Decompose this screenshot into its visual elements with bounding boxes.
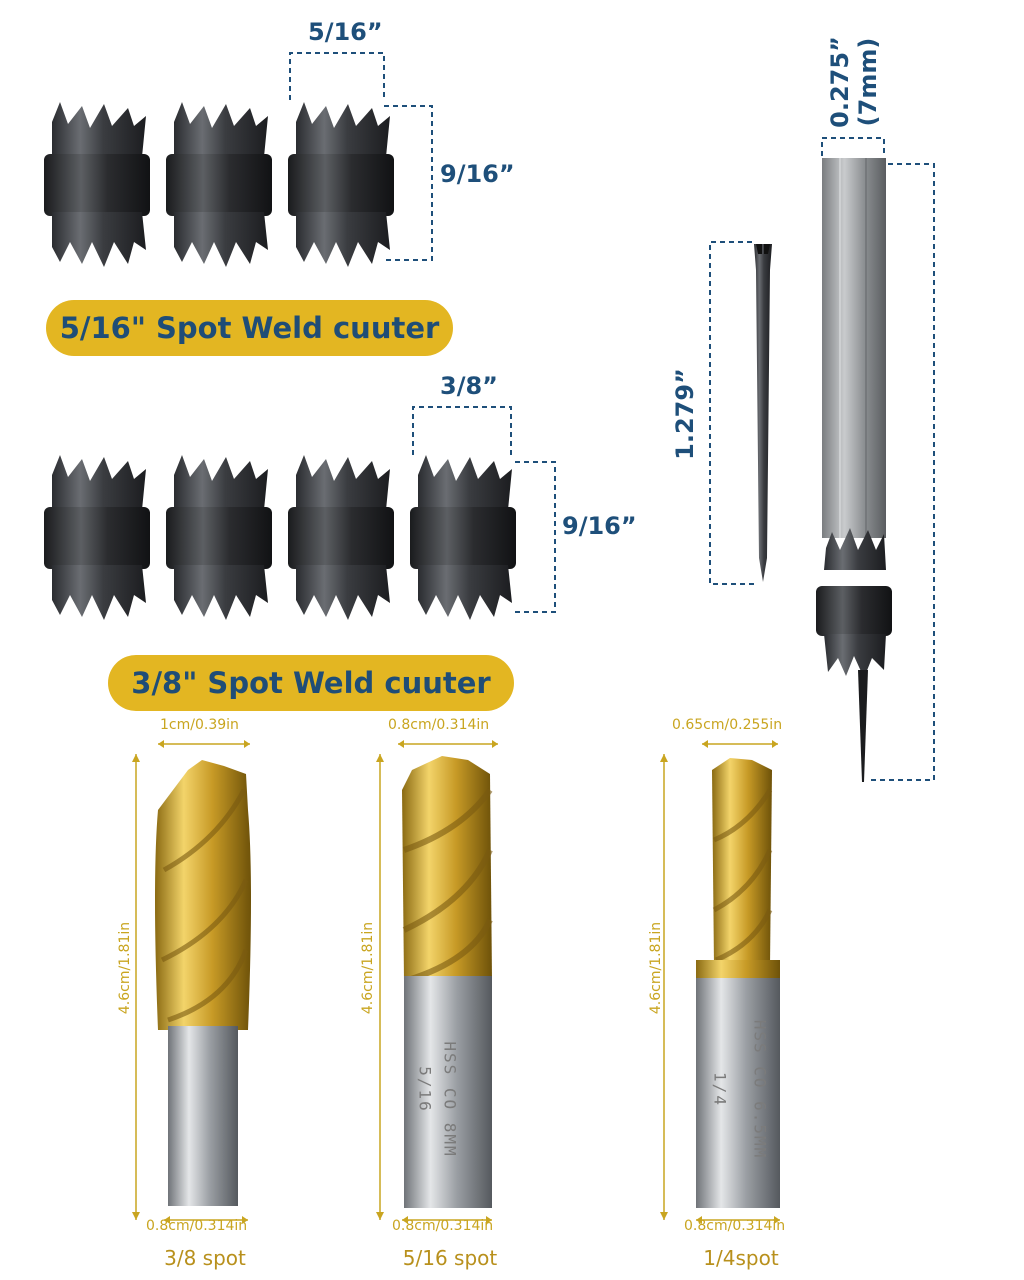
cutter-516-1 xyxy=(42,102,152,267)
drill3-top-dim: 0.65cm/0.255in xyxy=(672,717,783,733)
drill2-top-dim: 0.8cm/0.314in xyxy=(388,717,490,733)
drill1-caption: 3/8 spot xyxy=(164,1246,246,1270)
label-38-cutter: 3/8" Spot Weld cuuter xyxy=(108,655,514,711)
shank-text-14-b: 1/4 xyxy=(710,1072,730,1107)
drill-bit-516 xyxy=(376,740,498,1224)
drill1-side-dim: 4.6cm/1.81in xyxy=(117,921,133,1015)
shank-text-516-a: HSS CO 8MM xyxy=(440,1041,460,1158)
cutter-38-2 xyxy=(164,455,274,620)
dim-516-height: 9/16” xyxy=(440,160,515,188)
dim-shank-mm: (7mm) xyxy=(854,37,882,127)
drill3-bottom-dim: 0.8cm/0.314in xyxy=(684,1218,786,1234)
drill3-caption: 1/4spot xyxy=(703,1246,779,1270)
holder-assembly xyxy=(709,137,935,782)
dim-shank-size: 0.275” xyxy=(826,36,854,128)
dim-38-width: 3/8” xyxy=(440,372,498,400)
label-516-cutter: 5/16" Spot Weld cuuter xyxy=(46,300,453,356)
shank-text-14-a: HSS CO 6.5MM xyxy=(750,1019,770,1160)
dim-lines-516 xyxy=(289,52,433,261)
drill-bit-14 xyxy=(660,740,780,1224)
dim-38-height: 9/16” xyxy=(562,512,637,540)
drill3-side-dim: 4.6cm/1.81in xyxy=(648,921,664,1015)
dim-pilot-length: 1.279” xyxy=(671,368,699,460)
cutter-516-2 xyxy=(164,102,274,267)
cutter-38-3 xyxy=(286,455,396,620)
drill1-top-dim: 1cm/0.39in xyxy=(160,717,239,733)
drill1-bottom-dim: 0.8cm/0.314in xyxy=(146,1218,248,1234)
dim-516-width: 5/16” xyxy=(308,18,383,46)
drill2-side-dim: 4.6cm/1.81in xyxy=(360,921,376,1015)
shank-text-516-b: 5/16 xyxy=(415,1066,435,1113)
drill2-caption: 5/16 spot xyxy=(402,1246,498,1270)
cutter-38-1 xyxy=(42,455,152,620)
drill-bit-38 xyxy=(132,730,256,1224)
drill2-bottom-dim: 0.8cm/0.314in xyxy=(392,1218,494,1234)
dim-lines-38 xyxy=(412,406,556,613)
